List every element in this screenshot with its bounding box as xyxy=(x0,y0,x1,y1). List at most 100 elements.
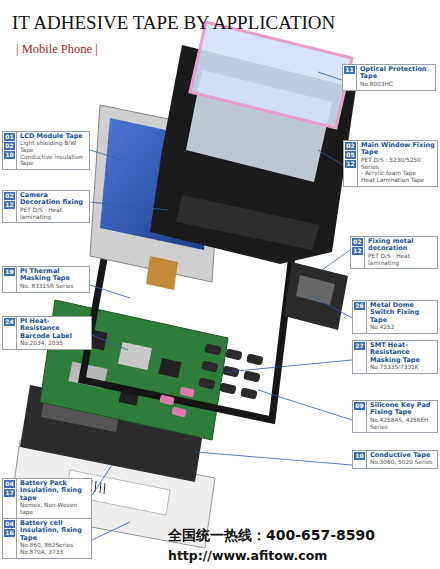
optical-film xyxy=(190,22,352,128)
callout-number: 01 xyxy=(4,133,15,141)
tape-name: Battery cell Insulation, fixing Tape xyxy=(20,520,89,542)
text-column: LCD Module TapeLight shielding B/W TapeC… xyxy=(17,132,89,169)
callout-box: 0212Camera Decoration fixingPET D/S · He… xyxy=(2,190,90,223)
number-column: 19 xyxy=(3,267,17,292)
number-column: 0416 xyxy=(3,519,17,558)
callout-number: 12 xyxy=(345,160,356,168)
tape-spec: Nomex, Non-Woven tape xyxy=(20,502,89,515)
tape-name: Battery Pack Insulation, fixing tape xyxy=(20,480,89,502)
callout-number: 02 xyxy=(345,142,356,150)
key xyxy=(243,370,261,382)
leader-lines xyxy=(90,72,352,540)
tape-spec: Conductive insulation Tape xyxy=(20,154,87,167)
callout-number: 26 xyxy=(354,302,365,310)
callout-box: 010210LCD Module TapeLight shielding B/W… xyxy=(2,131,90,170)
tape-spec: No.4258AS, 4256EH Series xyxy=(370,417,435,430)
text-column: Silicone Key Pad Fixing TapeNo.4258AS, 4… xyxy=(367,401,437,432)
callout-number: 24 xyxy=(4,318,15,326)
tape-spec: - Acrylic foam Tape xyxy=(361,170,435,177)
tape-name: Metal Dome Switch Fixing Tape xyxy=(370,302,435,324)
callout-box: 26 Metal Dome Switch Fixing TapeNo.4252 xyxy=(352,300,438,334)
tape-spec: No. 8331SR Series xyxy=(20,283,87,290)
text-column: Camera Decoration fixingPET D/S · Heat l… xyxy=(17,191,89,222)
metal-key xyxy=(296,275,335,305)
tape-name: Silicone Key Pad Fixing Tape xyxy=(370,402,435,417)
leader-line xyxy=(90,285,130,298)
callout-number: 05 xyxy=(345,151,356,159)
text-column: PI Heat-Resistance Barcode LabelNo.2034,… xyxy=(17,317,91,349)
number-column: 27 xyxy=(353,341,367,373)
callout-box: 19PI Thermal Masking TapeNo. 8331SR Seri… xyxy=(2,266,90,293)
leader-line xyxy=(318,150,343,165)
callout-number: 09 xyxy=(354,402,365,410)
tape-spec: PET D/S · Heat laminating xyxy=(20,207,87,220)
chip xyxy=(159,358,182,378)
hotline: 全国统一热线：400-657-8590 xyxy=(168,527,375,545)
callout-number: 19 xyxy=(4,268,15,276)
tape-name: PI Heat-Resistance Barcode Label xyxy=(20,318,89,340)
tape-name: LCD Module Tape xyxy=(20,133,87,140)
number-column: 11 xyxy=(343,65,357,90)
callout-box: 09Silicone Key Pad Fixing TapeNo.4258AS,… xyxy=(352,400,438,433)
page-title: IT ADHESIVE TAPE BY APPLICATION xyxy=(12,12,335,34)
tape-name: PI Thermal Masking Tape xyxy=(20,268,87,283)
text-column: Optical Protection TapeNo.8003HC xyxy=(357,65,435,90)
subtitle: | Mobile Phone | xyxy=(16,42,98,57)
lcd-flex xyxy=(146,256,178,290)
callout-number: 04 xyxy=(4,520,15,528)
callout-number: 10 xyxy=(354,452,365,460)
number-column: 10 xyxy=(353,451,367,468)
text-column: Fixing metal decorationPET D/S · Heat la… xyxy=(365,237,437,268)
barcode-bar xyxy=(100,482,101,493)
leader-line xyxy=(92,465,112,495)
number-column: 26 xyxy=(353,301,367,333)
callout-number: 27 xyxy=(354,342,365,350)
key xyxy=(240,387,258,399)
callout-number: 16 xyxy=(4,529,15,537)
text-column: Battery cell Insulation, fixing TapeNo.8… xyxy=(17,519,91,558)
tape-name: Fixing metal decoration xyxy=(368,238,435,253)
number-column: 0417 xyxy=(3,479,17,518)
text-column: Conductive TapeNo.3060, 5020 Series xyxy=(367,451,434,468)
callout-number: 12 xyxy=(352,247,363,255)
tape-spec: No.860, 862Series xyxy=(20,542,89,549)
callout-number: 02 xyxy=(4,192,15,200)
tape-spec: No.3060, 5020 Series xyxy=(370,459,432,466)
callout-number: 02 xyxy=(4,142,15,150)
tape-spec: Heat Lamination Tape xyxy=(361,177,435,184)
callout-box: 020512Main Window Fixing TapePET D/S : 5… xyxy=(343,140,438,187)
keypad xyxy=(159,343,263,417)
leader-line xyxy=(196,452,352,465)
number-column: 0212 xyxy=(3,191,17,222)
key xyxy=(201,360,219,372)
shield-can xyxy=(118,342,152,370)
leader-line xyxy=(318,72,342,80)
callout-box: 10Conductive TapeNo.3060, 5020 Series xyxy=(352,450,438,469)
key xyxy=(204,343,222,355)
callout-box: 0417Battery Pack Insulation, fixing tape… xyxy=(2,478,92,519)
callout-number: 04 xyxy=(4,480,15,488)
tape-spec: No.4252 xyxy=(370,324,435,331)
metal-decoration xyxy=(284,262,348,330)
key xyxy=(225,348,243,360)
tape-name: SMT Heat-Resistance Masking Tape xyxy=(370,342,435,364)
cover-keyzone xyxy=(176,195,320,250)
tape-spec: No.870A, 3733 xyxy=(20,549,89,556)
key-pad-pink xyxy=(171,407,186,418)
number-column: 020512 xyxy=(344,141,358,186)
tape-spec: No.7333S/7331K xyxy=(370,364,435,371)
number-column: 09 xyxy=(353,401,367,432)
website-url: http://www.afitow.com xyxy=(168,548,327,563)
text-column: PI Thermal Masking TapeNo. 8331SR Series xyxy=(17,267,89,292)
leader-line xyxy=(258,390,352,420)
tape-name: Optical Protection Tape xyxy=(360,66,433,81)
callout-box: 11Optical Protection TapeNo.8003HC xyxy=(342,64,436,91)
tape-spec: PET D/S · Heat laminating xyxy=(368,253,435,266)
tape-name: Camera Decoration fixing xyxy=(20,192,87,207)
key-pad-pink xyxy=(179,387,194,398)
leader-line xyxy=(92,335,128,350)
callout-box: 27 SMT Heat-Resistance Masking TapeNo.733… xyxy=(352,340,438,374)
leader-line xyxy=(322,250,350,270)
leader-line xyxy=(90,150,122,160)
